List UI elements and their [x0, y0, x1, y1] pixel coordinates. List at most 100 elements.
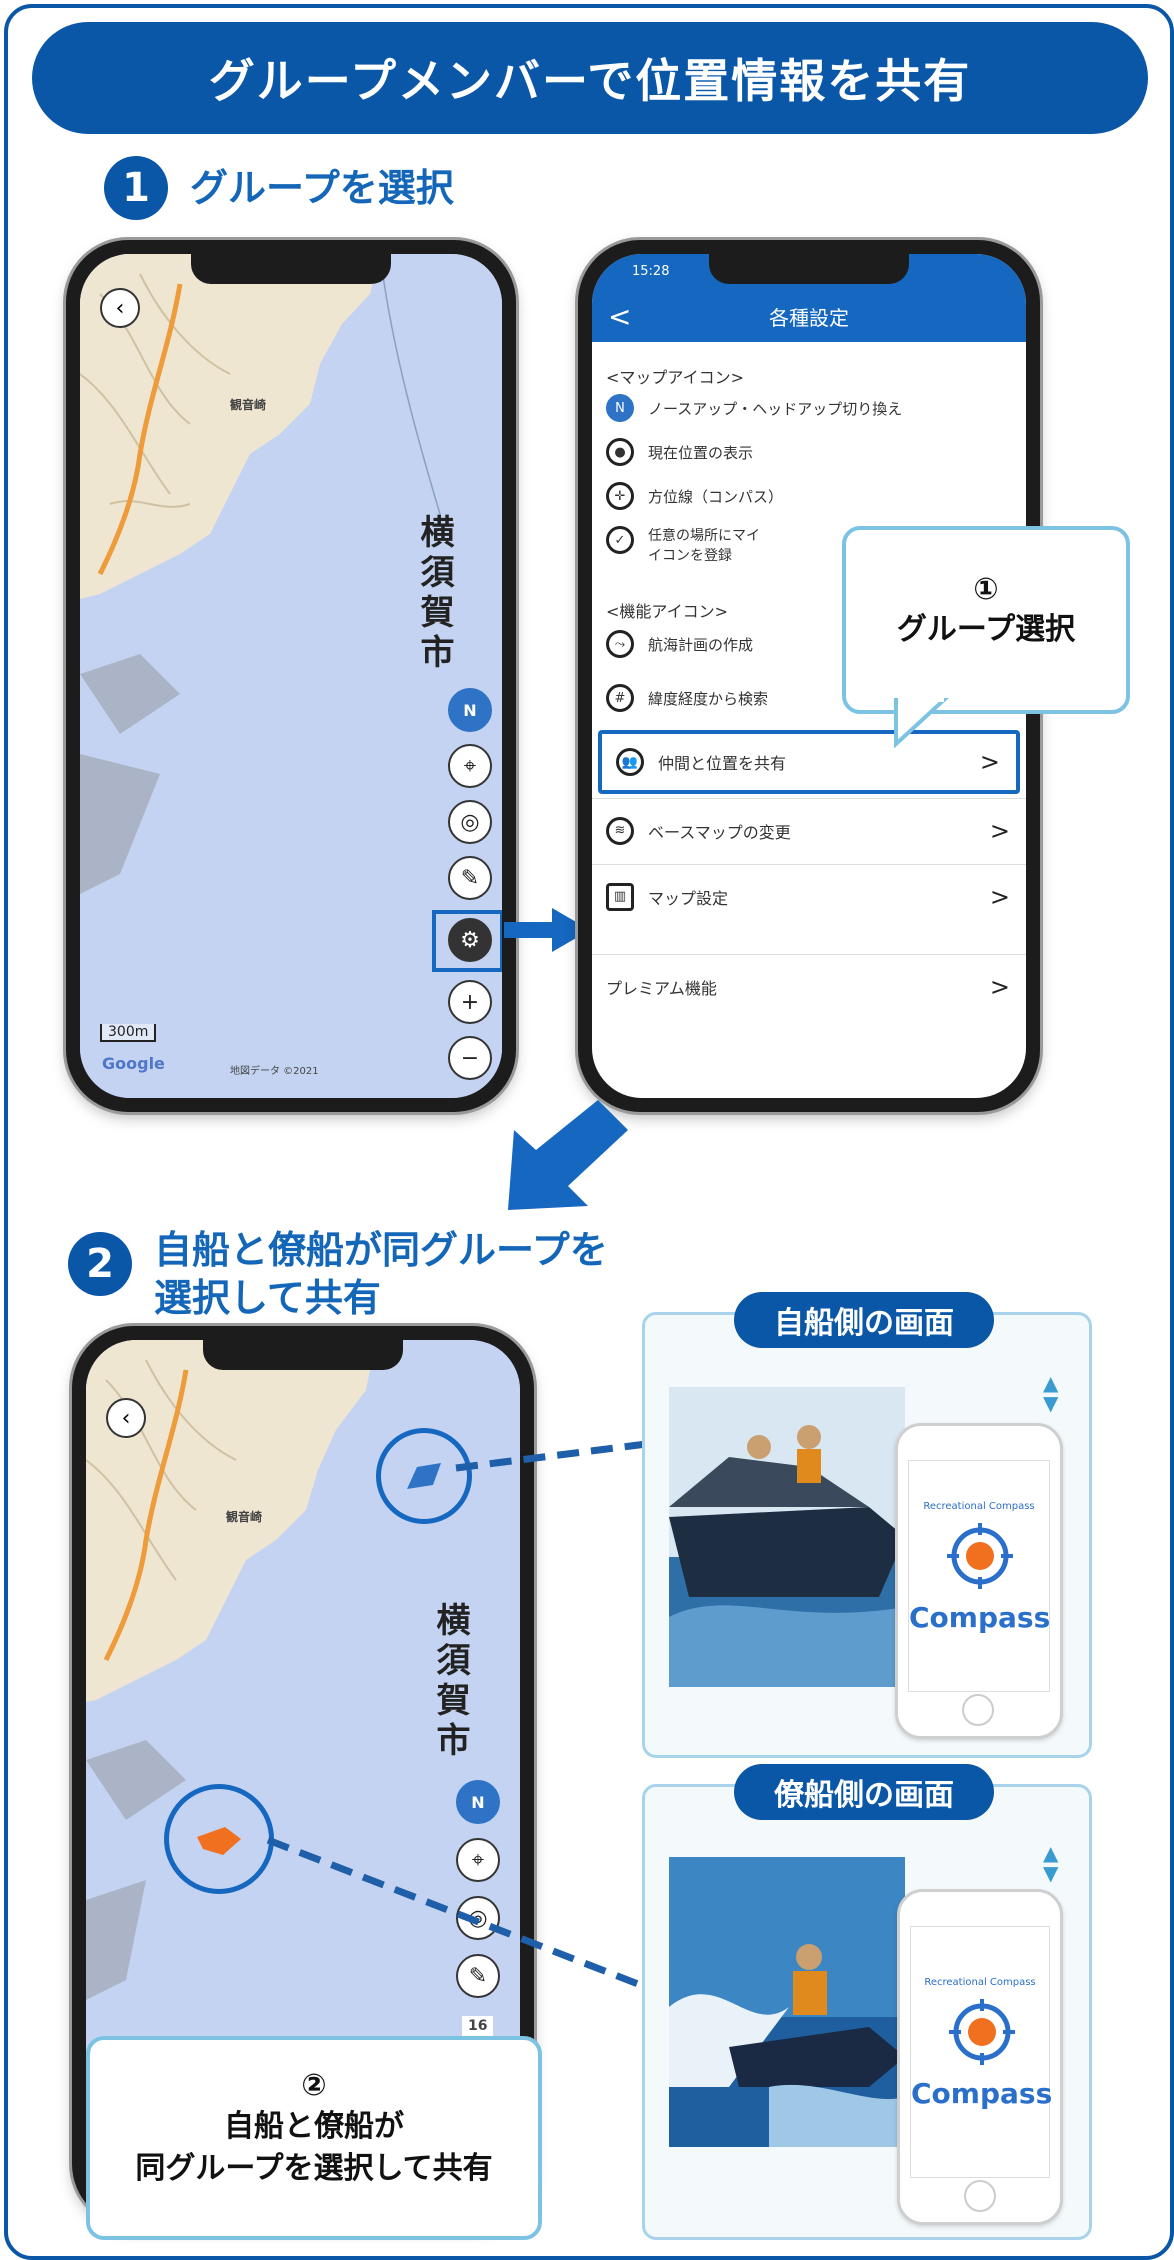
home-button [962, 1694, 994, 1726]
step-2-title: 自船と僚船が同グループを 選択して共有 [154, 1226, 608, 1322]
row-map-settings[interactable]: ▥ マップ設定 > [592, 864, 1026, 928]
app-name: Compass [911, 2077, 1053, 2110]
step-2-number: 2 [68, 1232, 132, 1296]
chevron-right-icon: > [979, 748, 1000, 776]
row-share-location[interactable]: 👥 仲間と位置を共有 > [598, 730, 1020, 794]
compass-button[interactable]: ◎ [448, 800, 492, 844]
zoom-level: 16 [462, 2016, 494, 2036]
map-item-label: 方位線（コンパス） [648, 487, 784, 506]
map-item-location[interactable]: ● 現在位置の表示 [606, 438, 753, 466]
chevron-right-icon: > [989, 882, 1010, 911]
zoom-in-button[interactable]: + [448, 980, 492, 1024]
map-item-compass[interactable]: ✛ 方位線（コンパス） [606, 482, 783, 510]
status-time: 15:28 [632, 264, 670, 279]
callout-share-group: ② 自船と僚船が 同グループを選択して共有 [86, 2036, 542, 2240]
map-screen-1: ‹ 横須賀市 観音崎 N ⌖ ◎ ✎ ⚙ + − 300m Google 地図デ… [80, 254, 502, 1098]
row-basemap[interactable]: ≋ ベースマップの変更 > [592, 798, 1026, 862]
peer-mini-phone: Recreational Compass Compass [897, 1889, 1063, 2225]
location-icon: ● [606, 438, 634, 466]
back-button[interactable]: ‹ [100, 288, 140, 328]
arrow-right-icon [504, 908, 590, 952]
group-icon: 👥 [616, 748, 644, 776]
edit-icon: ✎ [468, 1963, 488, 1989]
compass-north-icon: N [606, 394, 634, 422]
step-1-number: 1 [104, 156, 168, 220]
func-item-label: 航海計画の作成 [648, 635, 754, 654]
func-item-latlon[interactable]: # 緯度経度から検索 [606, 684, 768, 712]
map-credit: 地図データ ©2021 [230, 1066, 319, 1077]
row-label: ベースマップの変更 [648, 822, 791, 842]
map-scale: 300m [100, 1024, 157, 1042]
jetski-photo-image [669, 1857, 905, 2147]
func-item-route[interactable]: ⤳ 航海計画の作成 [606, 630, 753, 658]
section-function-icons: <機能アイコン> [606, 602, 729, 621]
callout-2-line1: 自船と僚船が [224, 2109, 404, 2144]
boat-photo-image [669, 1387, 905, 1687]
city-label: 横須賀市 [430, 1602, 470, 1762]
phone-map-step1: ‹ 横須賀市 観音崎 N ⌖ ◎ ✎ ⚙ + − 300m Google 地図デ… [66, 240, 516, 1112]
location-pin-icon: ⌖ [471, 1847, 485, 1873]
step-1-title: グループを選択 [190, 166, 454, 210]
edit-icon: ✎ [460, 865, 480, 891]
arrow-down-left-icon [508, 1100, 628, 1210]
callout-1-number: ① [973, 572, 999, 607]
settings-button[interactable]: ⚙ [448, 918, 492, 962]
callout-pointer-icon [894, 698, 949, 748]
app-name: Compass [909, 1601, 1051, 1634]
location-pin-icon: ⌖ [463, 753, 477, 779]
scroll-arrows-icon: ▲▼ [1043, 1371, 1059, 1415]
map-item-my-icon[interactable]: ✓ 任意の場所にマイ イコンを登録 [606, 526, 760, 566]
peer-boat-photo [669, 1857, 905, 2147]
location-button[interactable]: ⌖ [448, 744, 492, 788]
compass-logo-icon [947, 1523, 1013, 1589]
step-1-heading: 1 グループを選択 [104, 156, 454, 220]
edit-button[interactable]: ✎ [456, 1954, 500, 1998]
location-button[interactable]: ⌖ [456, 1838, 500, 1882]
gear-icon: ⚙ [460, 927, 480, 953]
callout-1-text: グループ選択 [896, 612, 1076, 647]
zoom-out-button[interactable]: − [448, 1036, 492, 1080]
own-app-screen: Recreational Compass Compass [908, 1460, 1050, 1692]
compass-icon: ◎ [468, 1905, 488, 1931]
home-button [964, 2180, 996, 2212]
map-item-north-up[interactable]: N ノースアップ・ヘッドアップ切り換え [606, 394, 902, 422]
row-label: プレミアム機能 [606, 978, 717, 998]
step-2-title-line2: 選択して共有 [154, 1276, 381, 1320]
step-2-title-line1: 自船と僚船が同グループを [154, 1228, 608, 1272]
step-2-heading: 2 自船と僚船が同グループを 選択して共有 [68, 1226, 608, 1322]
app-tagline: Recreational Compass [924, 1977, 1036, 1988]
panel-own-boat: Recreational Compass Compass ▲▼ [642, 1312, 1092, 1758]
panel-own-title: 自船側の画面 [734, 1292, 994, 1348]
own-mini-phone: Recreational Compass Compass [895, 1423, 1063, 1739]
own-boat-icon [407, 1463, 441, 1489]
row-label: 仲間と位置を共有 [658, 754, 787, 773]
chevron-right-icon: > [989, 972, 1010, 1001]
layers-icon: ≋ [606, 816, 634, 845]
edit-button[interactable]: ✎ [448, 856, 492, 900]
page-frame: グループメンバーで位置情報を共有 1 グループを選択 ‹ 横須賀市 観音崎 N … [4, 4, 1174, 2260]
peer-boat-marker [164, 1784, 274, 1894]
scroll-arrows-icon: ▲▼ [1043, 1841, 1059, 1885]
peer-boat-icon [197, 1827, 241, 1855]
north-compass-button[interactable]: N [448, 688, 492, 732]
row-premium[interactable]: プレミアム機能 > [592, 954, 1026, 1018]
north-compass-button[interactable]: N [456, 1780, 500, 1824]
panel-peer-boat: Recreational Compass Compass ▲▼ [642, 1784, 1092, 2240]
back-button[interactable]: ‹ [106, 1398, 146, 1438]
section-map-icons: <マップアイコン> [606, 368, 745, 387]
map-item-label: 現在位置の表示 [648, 443, 754, 462]
chevron-right-icon: > [989, 816, 1010, 845]
compass-icon: ◎ [460, 809, 480, 835]
compass-logo-icon [949, 1999, 1015, 2065]
place-label: 観音崎 [230, 398, 267, 412]
compass-button[interactable]: ◎ [456, 1896, 500, 1940]
settings-back-button[interactable]: < [608, 300, 632, 333]
callout-group-select: ① グループ選択 [842, 526, 1130, 714]
callout-2-number: ② [301, 2068, 327, 2103]
row-label: マップ設定 [648, 888, 729, 908]
own-boat-photo [669, 1387, 905, 1687]
settings-highlight [432, 910, 502, 972]
edit-icon: ✓ [606, 526, 634, 554]
map-item-label: 任意の場所にマイ [648, 528, 760, 544]
map-item-label-group: 任意の場所にマイ イコンを登録 [648, 526, 760, 566]
